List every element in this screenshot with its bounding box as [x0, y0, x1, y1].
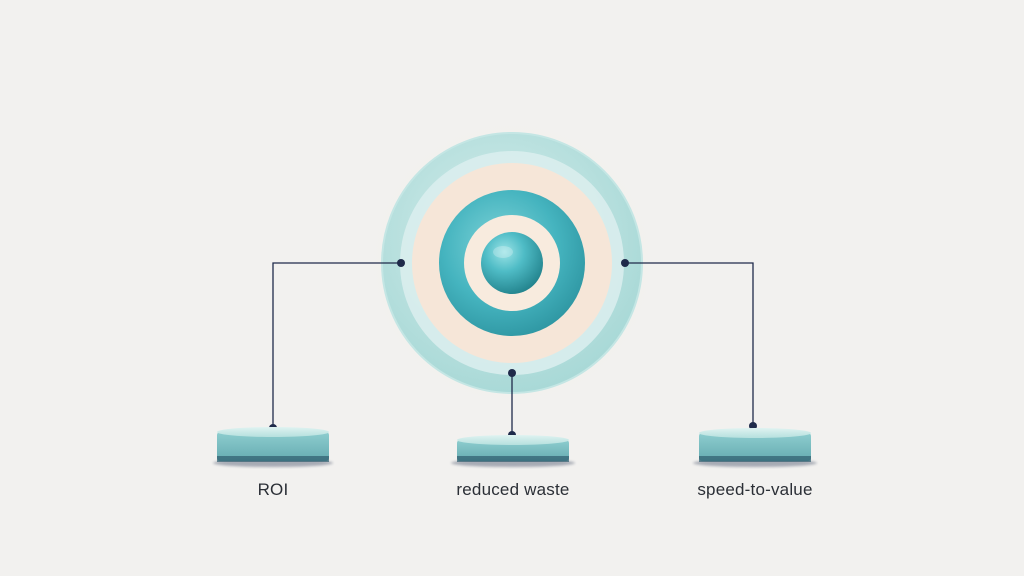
connector-dots: [269, 259, 757, 439]
label-reduced-waste: reduced waste: [456, 480, 570, 499]
dot-center-origin: [508, 369, 516, 377]
connectors: [272, 262, 754, 435]
sphere-highlight: [493, 246, 513, 258]
label-speed-to-value: speed-to-value: [697, 480, 813, 499]
connector-right: [625, 262, 754, 426]
connector-left: [272, 262, 401, 428]
label-roi: ROI: [257, 480, 289, 499]
center-sphere: [481, 232, 543, 294]
pedestal-left: [213, 427, 333, 467]
pedestal-center: [451, 435, 575, 467]
dot-left-origin: [397, 259, 405, 267]
concentric-target: [381, 132, 643, 394]
dot-right-origin: [621, 259, 629, 267]
pedestal-right: [693, 428, 817, 467]
